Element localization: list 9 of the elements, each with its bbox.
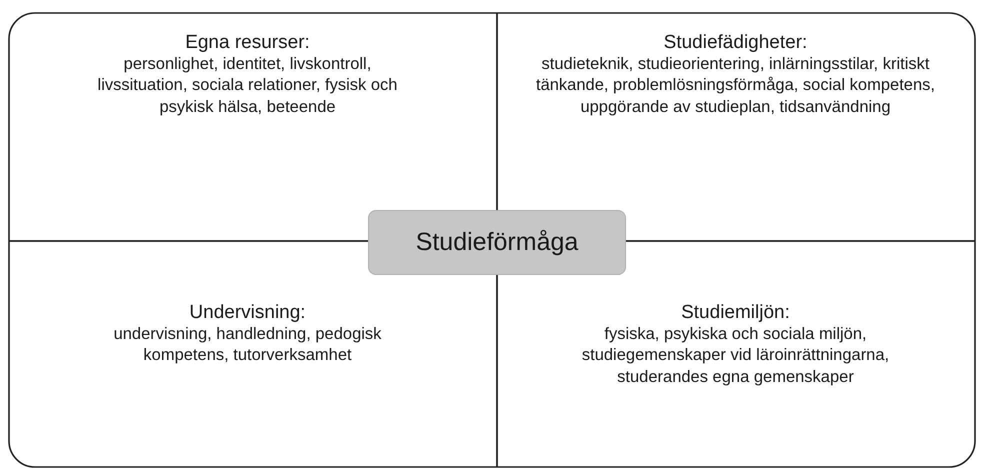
center-box: Studieförmåga [368, 210, 626, 275]
quadrant-text: personlighet, identitet, livskontroll, livssituation, sociala relationer, fysisk och psykisk hälsa, beteende [96, 54, 398, 118]
quadrant-text: fysiska, psykiska och sociala miljön, studiegemenskaper vid läroinrättningarna, studerandes egna gemenskaper [580, 324, 890, 388]
quadrant-text: studieteknik, studieorientering, inlärningsstilar, kritiskt tänkande, problemlösningsförmåga, social kompetens, uppgörande av studieplan, tidsanvändning [535, 54, 936, 118]
quadrant-heading: Undervisning: [188, 301, 307, 324]
quadrant-heading: Studiemiljön: [680, 301, 791, 324]
quadrant-heading: Egna resurser: [184, 31, 311, 54]
quadrant-text: undervisning, handledning, pedogisk kompetens, tutorverksamhet [112, 324, 382, 366]
quadrant-heading: Studiefädigheter: [662, 31, 808, 54]
